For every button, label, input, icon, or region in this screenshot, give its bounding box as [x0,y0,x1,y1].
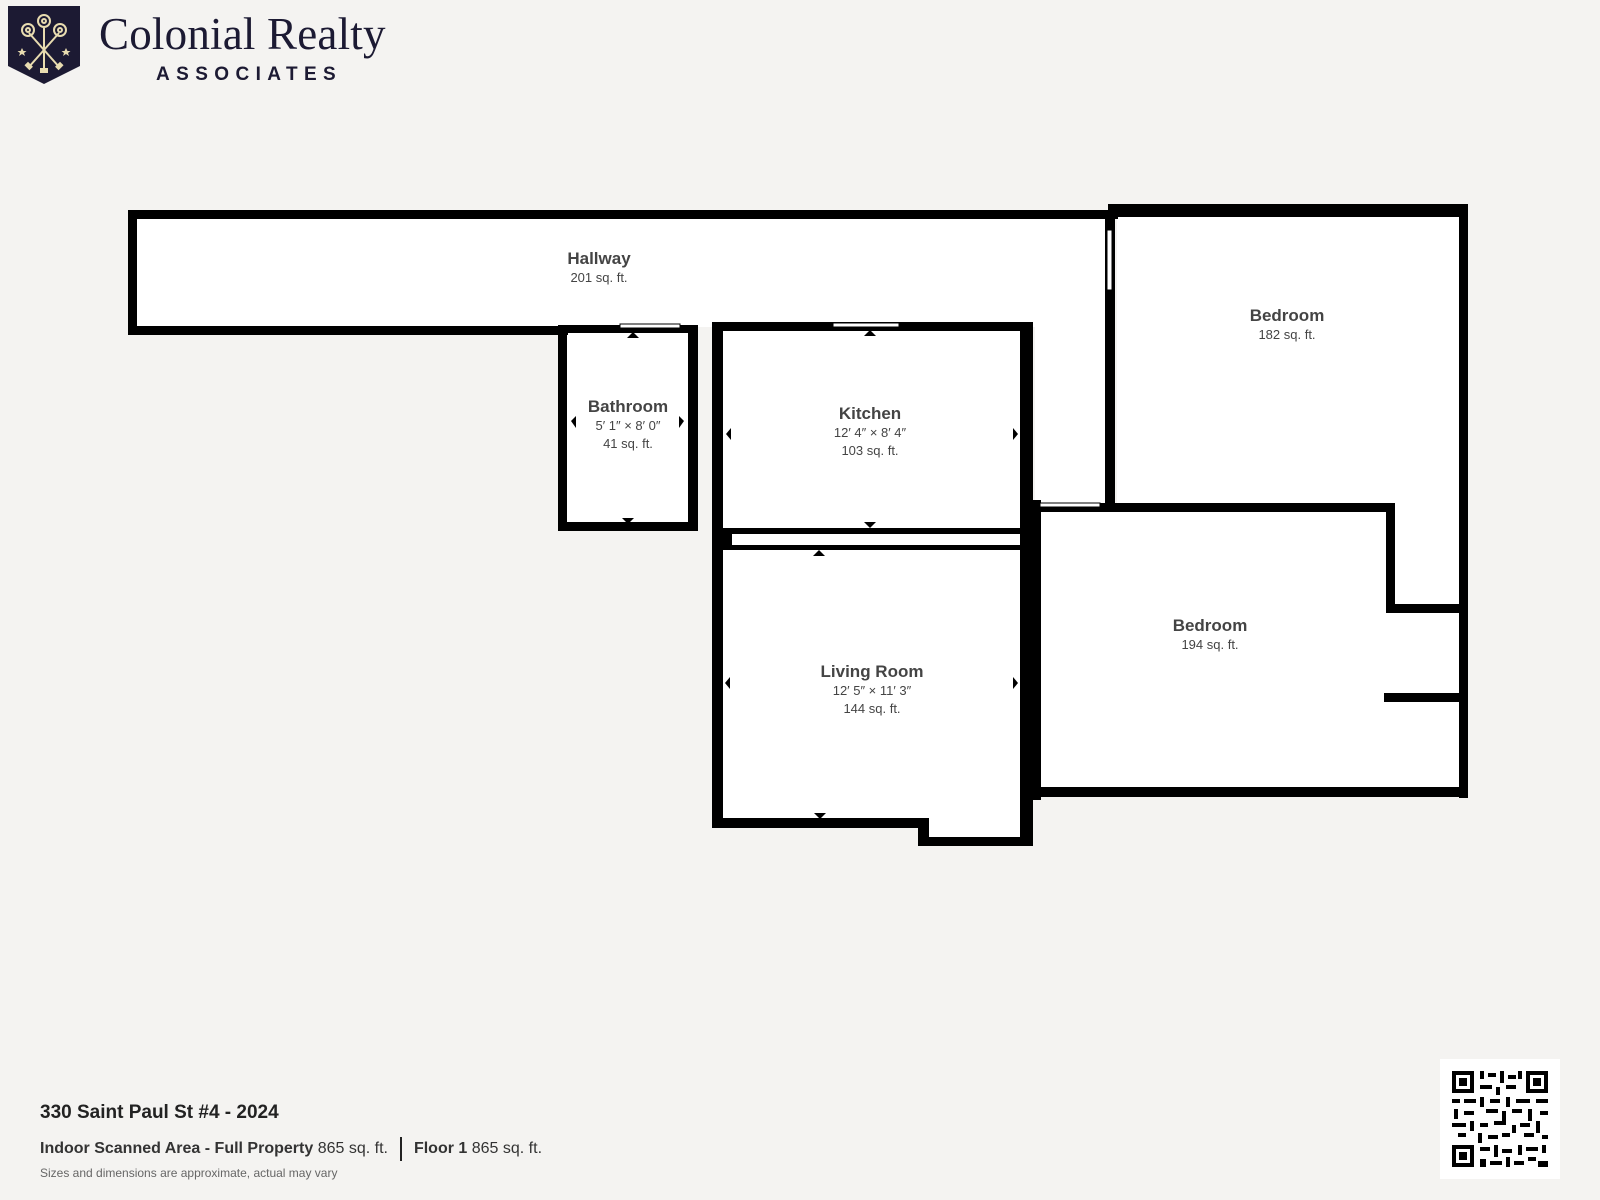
crossed-keys-shield-icon [8,6,80,84]
openings [619,229,1113,508]
summary-value-floor: 865 sq. ft. [471,1140,543,1157]
room-label-living-room: Living Room 12′ 5″ × 11′ 3″ 144 sq. ft. [820,662,924,716]
summary-value-full: 865 sq. ft. [317,1140,388,1157]
area-summary: Indoor Scanned Area - Full Property 865 … [40,1137,542,1161]
room-label-kitchen: Kitchen 12′ 4″ × 8′ 4″ 103 sq. ft. [833,404,907,458]
dimension-arrows [571,330,1018,819]
brand-name: Colonial Realty [99,9,386,59]
property-address: 330 Saint Paul St #4 - 2024 [40,1102,279,1123]
disclaimer: Sizes and dimensions are approximate, ac… [40,1166,338,1180]
room-label-hallway: Hallway 201 sq. ft. [567,249,631,285]
brand-subtitle: ASSOCIATES [156,64,343,85]
room-floors [133,215,1463,839]
room-label-bathroom: Bathroom 5′ 1″ × 8′ 0″ 41 sq. ft. [587,397,669,451]
room-label-bedroom-lower: Bedroom 194 sq. ft. [1172,616,1248,652]
summary-divider [399,1137,402,1161]
qr-code-icon[interactable] [1440,1059,1560,1179]
summary-label-full: Indoor Scanned Area - Full Property [40,1140,314,1157]
room-label-bedroom-upper: Bedroom 182 sq. ft. [1249,306,1325,342]
summary-label-floor: Floor 1 [413,1140,468,1157]
